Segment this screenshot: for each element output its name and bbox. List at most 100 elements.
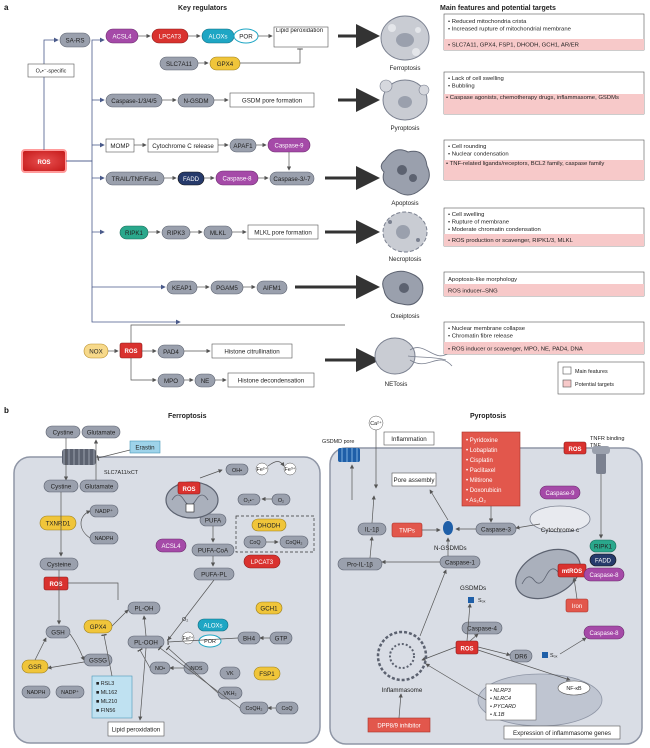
inflammasome-label: Inflammasome	[382, 687, 423, 694]
sox2-label: Sₒₓ	[550, 653, 558, 659]
slc7a11-label: SLC7A11	[166, 61, 193, 68]
ferroptosis-feature-text: • Reduced mitochondria crista• Increased…	[448, 19, 572, 33]
dhodh-zoom-box	[235, 515, 315, 553]
alox-b-label: ALOXs	[203, 624, 222, 630]
cytc-release-label: Cytochrome C release	[152, 143, 214, 150]
glutamate-in-node	[79, 479, 119, 493]
casp9-b-label: Caspase-9	[545, 491, 575, 497]
ripk1-a-label: RIPK1	[125, 230, 143, 237]
inflammasome-ring	[376, 630, 428, 682]
casp1345-node	[105, 93, 163, 108]
nadph2-node	[21, 685, 51, 699]
feature-line: • Increased rupture of mitochondrial mem…	[448, 27, 572, 33]
momp-label: MOMP	[110, 143, 129, 150]
ferroptosis-cell-membrane	[13, 456, 321, 744]
gtp-label: GTP	[275, 636, 288, 643]
ros-left-label: ROS	[49, 582, 62, 588]
pyroptosis-target-text: • Caspase agonists, chemotherapy drugs, …	[446, 95, 619, 101]
sars-label: SA-RS	[66, 38, 85, 45]
gpx4-label: GPX4	[217, 61, 234, 68]
sars-node	[59, 32, 91, 48]
histone-decon-box	[227, 372, 315, 388]
trunk-necroptosis	[91, 178, 105, 235]
legend-main-label: Main features	[575, 369, 608, 375]
feature-line: • Chromatin fibre release	[448, 334, 514, 340]
necroptosis-cell	[382, 211, 428, 253]
ferroptosis-cell-label: Ferroptosis	[390, 65, 421, 72]
casp3-label: Caspase-3	[481, 527, 511, 534]
txnrd1-node	[39, 515, 77, 531]
pl-oh-label: PL-OH	[135, 606, 154, 613]
pyroptosis-cell-label: Pyroptosis	[391, 125, 420, 132]
glutamate-in-label: Glutamate	[85, 484, 114, 491]
acsl4-b-node	[155, 538, 187, 553]
necroptosis-feature-text: • Cell swelling• Rupture of membrane• Mo…	[448, 212, 541, 233]
oxeiptosis-cell	[382, 270, 424, 306]
apoptosis-cell-label: Apoptosis	[391, 200, 418, 207]
cytc-label: Cytochrome c	[541, 527, 579, 534]
mtros-label: mtROS	[562, 569, 582, 575]
gssg-label: GSSG	[89, 658, 107, 665]
feature-line: • Nuclear membrane collapse	[448, 326, 526, 332]
trunk-netosis	[91, 287, 181, 325]
mlkl-label: MLKL	[210, 230, 227, 237]
feature-line: • Cell rounding	[448, 144, 486, 150]
pyroptosis-b-title: Pyroptosis	[470, 413, 506, 420]
lipid-perox-b-box	[107, 721, 165, 737]
lpcat3-b-node	[243, 554, 281, 569]
bh4-label: BH4	[243, 636, 256, 643]
acsl4-label: ACSL4	[112, 35, 132, 41]
pl-ooh-label: PL-OOH	[134, 640, 158, 647]
coqh2-b-label: CoQH₂	[245, 706, 262, 712]
netosis-cell-label: NETosis	[385, 381, 408, 388]
apoptosis-feature-text: • Cell rounding• Nuclear condensation	[448, 144, 509, 158]
feature-line: • Moderate chromatin condensation	[448, 227, 541, 233]
slc7a11-node	[159, 56, 199, 71]
slc7a11-transporter	[62, 449, 96, 465]
casp37-label: Caspase-3/-7	[273, 176, 311, 183]
slc7a11-label: SLC7A11/xCT	[104, 470, 139, 476]
casp8-b1-label: Caspase-8	[589, 573, 619, 579]
expr-inflammasome-label: Expression of inflammasome genes	[513, 730, 611, 737]
casp9-a-label: Caspase-9	[274, 144, 304, 150]
glutamate-out-node	[81, 425, 121, 439]
fadd-a-node	[177, 171, 205, 186]
fe3-a-label: Fe³⁺	[285, 467, 296, 473]
gsdmd-pore	[338, 448, 360, 462]
o2-specific-box	[27, 63, 75, 78]
pyroptosis-drugs-box: • Pyridoxine • Lobaplatin • Cisplatin • …	[461, 431, 521, 507]
tnfr-label: TNFR binding TNF	[590, 436, 625, 449]
ros-net-label: ROS	[124, 349, 137, 355]
gpx4-node	[209, 56, 241, 71]
pufa-coa-label: PUFA-CoA	[198, 548, 229, 555]
drug-as2o3: • As₂O₃	[466, 498, 486, 504]
oxeiptosis-feature-text: Apoptosis-like morphology	[448, 277, 517, 283]
casp1-label: Caspase-1	[445, 560, 475, 567]
gene-nlrc4: • NLRC4	[490, 696, 511, 702]
trunk-oxeiptosis	[91, 232, 166, 290]
pro-il1b-label: Pro-IL-1β	[347, 562, 373, 569]
expr-inflammasome-box	[503, 725, 621, 740]
histone-cit-box	[211, 343, 293, 359]
momp-box	[105, 138, 135, 153]
iron-label: Iron	[572, 604, 582, 610]
gpx4-inhibitors-box: ■ RSL3 ■ ML162 ■ ML210 ■ FIN56	[91, 675, 133, 719]
casp4-label: Caspase-4	[467, 626, 497, 633]
gene-pycard: • PYCARD	[490, 704, 516, 710]
gsdm-pore-label: GSDM pore formation	[242, 98, 303, 105]
ferroptosis-b-title: Ferroptosis	[168, 413, 207, 420]
ferroptosis-cell	[380, 15, 430, 61]
nadp-plus2-label: NADP⁺	[61, 690, 79, 696]
feature-line: • Rupture of membrane	[448, 220, 510, 226]
cysteine-label: Cysteine	[47, 562, 72, 569]
feature-line: • Bubbling	[448, 84, 475, 90]
dr6-label: DR6	[515, 654, 528, 661]
trail-node	[105, 171, 165, 186]
fadd-b-label: FADD	[595, 559, 612, 565]
ripk3-node	[161, 225, 191, 240]
netosis-target-text: • ROS inducer or scavenger, MPO, NE, PAD…	[448, 347, 583, 353]
inflammation-box	[383, 431, 435, 446]
inflammasome-genes-box	[485, 683, 537, 721]
coq-b-label: CoQ	[281, 706, 292, 712]
ros-to-sars	[43, 37, 59, 150]
